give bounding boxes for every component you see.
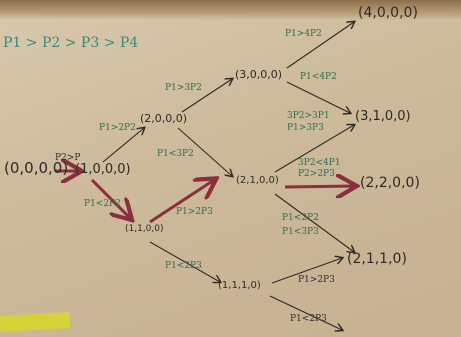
- condition-2100-to-2110-a: P1<2P2: [282, 213, 319, 223]
- node-3100: (3,1,0,0): [355, 109, 411, 124]
- edge-2100-to-3100: [274, 125, 354, 173]
- condition-to-2000: P1>2P2: [99, 123, 136, 133]
- paper-top-edge: [0, 0, 461, 20]
- condition-to-4000: P1>4P2: [285, 29, 322, 39]
- edge-3000-to-3100: [286, 81, 350, 113]
- condition-1100-to-2100: P1>2P3: [176, 207, 213, 217]
- edge-1000-to-1100: [90, 178, 130, 218]
- node-4000: (4,0,0,0): [358, 5, 418, 21]
- edge-2000-to-3000: [181, 79, 232, 113]
- edge-1100-to-2100: [149, 180, 214, 224]
- edge-2100-to-2200: [284, 186, 354, 187]
- node-1000: (1,0,0,0): [75, 162, 131, 177]
- edge-1000-to-2000: [102, 128, 144, 163]
- node-1100: (1,1,0,0): [125, 224, 164, 234]
- condition-to-1100: P1<2P2: [84, 199, 121, 209]
- edge-1110-to-2110: [271, 258, 342, 284]
- condition-2100-to-3100-b: P1>3P3: [287, 123, 324, 133]
- condition-to-3000: P1>3P2: [165, 83, 202, 93]
- condition-1110-down: P1<2P3: [290, 314, 327, 324]
- node-2000: (2,0,0,0): [140, 112, 188, 125]
- ordering-note: P1 > P2 > P3 > P4: [3, 35, 139, 51]
- node-3000: (3,0,0,0): [235, 68, 283, 81]
- condition-2000-to-2100: P1<3P2: [157, 149, 194, 159]
- edge-1110-down: [269, 295, 342, 330]
- condition-3000-to-3100: P1<4P2: [300, 72, 337, 82]
- condition-1100-to-1110: P1<2P3: [165, 261, 202, 271]
- edge-2100-to-2110: [274, 193, 354, 252]
- node-2200: (2,2,0,0): [360, 175, 420, 191]
- edge-2000-to-2100: [177, 127, 232, 176]
- node-2100: (2,1,0,0): [236, 175, 279, 186]
- node-2110: (2,1,1,0): [347, 251, 407, 267]
- condition-1110-to-2110: P1>2P3: [298, 275, 335, 285]
- edge-1100-to-1110: [149, 241, 220, 282]
- condition-2100-to-2110-b: P1<3P3: [282, 227, 319, 237]
- condition-root-to-1000: P2>P: [55, 153, 81, 163]
- condition-2100-to-3100-a: 3P2>3P1: [287, 111, 330, 121]
- condition-2100-to-2200-b: P2>2P3: [298, 169, 335, 179]
- node-1110: (1,1,1,0): [218, 280, 261, 291]
- node-0000: (0,0,0,0): [4, 159, 69, 177]
- edge-3000-to-4000: [286, 22, 354, 69]
- condition-2100-to-2200-a: 3P2<4P1: [298, 158, 341, 168]
